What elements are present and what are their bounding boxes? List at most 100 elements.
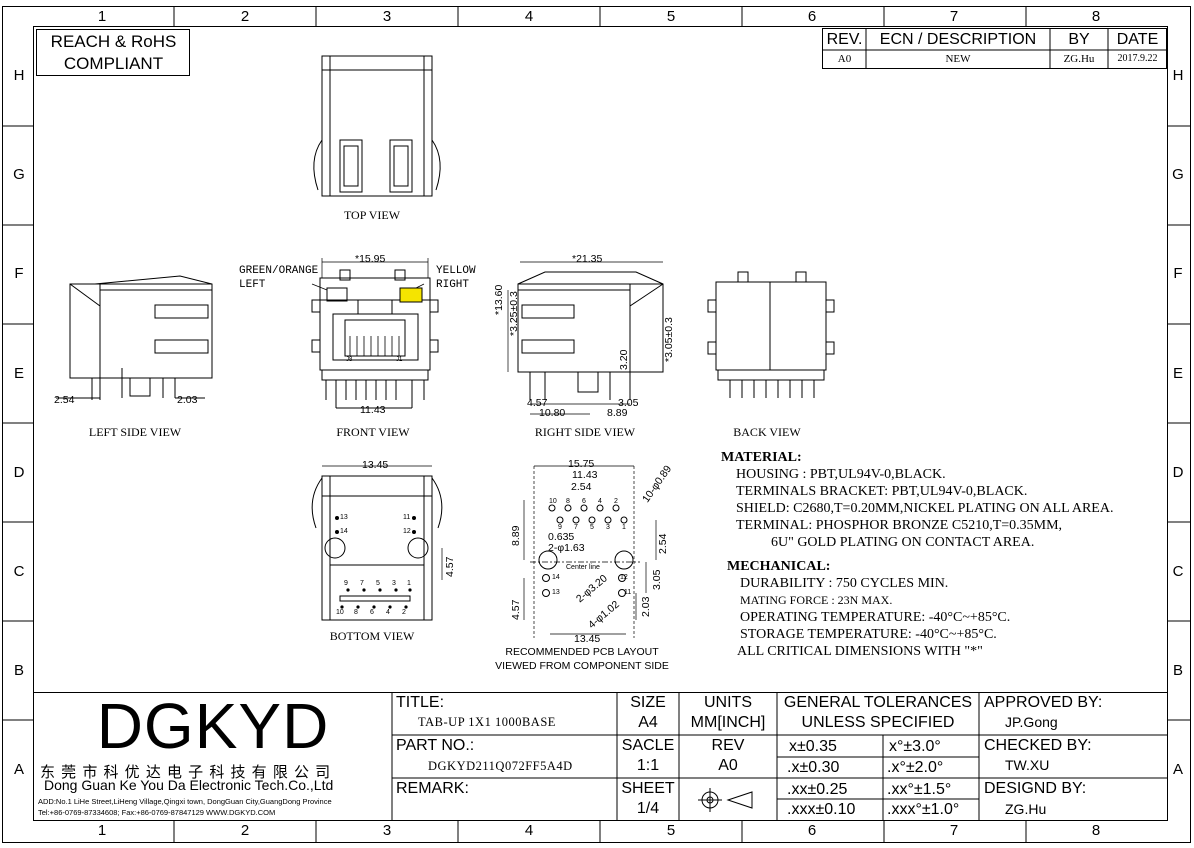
- ecn-header: ECN / DESCRIPTION: [879, 31, 1037, 48]
- company-logo: DGKYD: [96, 690, 330, 762]
- bottom-view-label: BOTTOM VIEW: [329, 629, 415, 643]
- pcb-pin-9: 9: [558, 524, 562, 531]
- grid-col-6-bottom: 6: [807, 822, 817, 839]
- date-header: DATE: [1116, 31, 1159, 48]
- grid-row-e-right: E: [1172, 365, 1183, 382]
- grid-col-2-top: 2: [240, 8, 250, 25]
- dim-pcb-305: 3.05: [651, 569, 663, 590]
- date-value: 2017.9.22: [1117, 53, 1158, 64]
- grid-col-3-top: 3: [382, 8, 392, 25]
- dim-left-254: 2.54: [54, 394, 75, 406]
- revision-table-lines: [822, 28, 1167, 69]
- led-left-color: GREEN/ORANGE: [239, 265, 319, 277]
- bottom-pin-10: 10: [336, 609, 344, 616]
- tolerance-angle-3: .xxx°±1.0°: [887, 801, 960, 818]
- pcb-pin-4: 4: [598, 498, 602, 505]
- led-right-label: YELLOW RIGHT: [436, 264, 476, 292]
- back-view-label: BACK VIEW: [733, 425, 801, 439]
- mechanical-line-1: DURABILITY : 750 CYCLES MIN.: [740, 576, 949, 591]
- grid-col-6-top: 6: [807, 8, 817, 25]
- dim-left-203: 2.03: [177, 394, 198, 406]
- material-line-2: TERMINALS BRACKET: PBT,UL94V-0,BLACK.: [736, 484, 1028, 499]
- dim-bottom-457: 4.57: [444, 556, 456, 577]
- title-block-lines: [33, 692, 1168, 821]
- material-line-3: SHIELD: C2680,T=0.20MM,NICKEL PLATING ON…: [736, 501, 1114, 516]
- rev-value-block: A0: [718, 757, 738, 774]
- tolerance-angle-0: x°±3.0°: [889, 738, 941, 755]
- grid-row-h-left: H: [13, 67, 25, 84]
- tolerance-linear-1: .x±0.30: [787, 759, 840, 776]
- projection-symbol: [698, 788, 753, 812]
- bottom-pin-1: 1: [407, 580, 411, 587]
- tolerance-linear-2: .xx±0.25: [787, 781, 848, 798]
- tolerance-linear-3: .xxx±0.10: [787, 801, 856, 818]
- pcb-pin-10: 10: [549, 498, 557, 505]
- dim-pcb-center: Center line: [566, 564, 600, 571]
- compliance-box: [36, 29, 190, 76]
- pcb-pin-13: 13: [552, 589, 560, 596]
- dim-right-width: *21.35: [572, 253, 603, 265]
- checked-label: CHECKED BY:: [984, 737, 1092, 754]
- size-value: A4: [638, 714, 658, 731]
- units-label: UNITS: [704, 694, 752, 711]
- yellow-led-indicator: [399, 287, 423, 303]
- company-address: ADD:No.1 LiHe Street,LiHeng Village,Qing…: [38, 797, 332, 806]
- grid-row-h-right: H: [1172, 67, 1184, 84]
- dim-right-320: 3.20: [618, 349, 630, 370]
- dim-pcb-1143: 11.43: [572, 469, 598, 481]
- by-value: ZG.Hu: [1063, 53, 1095, 65]
- bottom-pin-9: 9: [344, 580, 348, 587]
- mechanical-heading: MECHANICAL:: [727, 559, 831, 574]
- pcb-pin-6: 6: [582, 498, 586, 505]
- grid-row-e-left: E: [13, 365, 24, 382]
- grid-row-b-right: B: [1172, 662, 1183, 679]
- led-left-label: GREEN/ORANGE LEFT: [239, 264, 318, 292]
- grid-col-8-top: 8: [1091, 8, 1101, 25]
- grid-ticks: [2, 6, 1190, 842]
- checked-value: TW.XU: [1005, 757, 1050, 773]
- top-view-drawing: [313, 55, 441, 197]
- bottom-pin-14: 14: [340, 528, 348, 535]
- grid-col-7-bottom: 7: [949, 822, 959, 839]
- bottom-pin-13: 13: [340, 514, 348, 521]
- pcb-pin-12: 12: [620, 574, 628, 581]
- material-section: MATERIAL: HOUSING : PBT,UL94V-0,BLACK. T…: [721, 449, 1113, 551]
- tolerance-angle-1: .x°±2.0°: [887, 759, 944, 776]
- mechanical-line-4: STORAGE TEMPERATURE: -40°C~+85°C.: [740, 627, 997, 642]
- approved-value: JP.Gong: [1005, 714, 1058, 730]
- sheet-value: 1/4: [636, 800, 660, 817]
- grid-col-5-top: 5: [666, 8, 676, 25]
- front-view-label: FRONT VIEW: [336, 425, 410, 439]
- material-heading: MATERIAL:: [721, 450, 802, 465]
- grid-row-c-right: C: [1172, 563, 1184, 580]
- approved-label: APPROVED BY:: [984, 694, 1103, 711]
- bottom-pin-2: 2: [402, 609, 406, 616]
- grid-row-g-left: G: [13, 166, 25, 183]
- mechanical-line-5: ALL CRITICAL DIMENSIONS WITH "*": [737, 644, 983, 659]
- compliance-line-1: REACH & RoHS: [50, 32, 177, 51]
- grid-row-d-right: D: [1172, 464, 1184, 481]
- pcb-pin-3: 3: [606, 524, 610, 531]
- mechanical-line-3: OPERATING TEMPERATURE: -40°C~+85°C.: [740, 610, 1011, 625]
- rev-label: REV: [711, 737, 745, 754]
- dim-pcb-1575: 15.75: [568, 458, 595, 470]
- designed-label: DESIGND BY:: [984, 780, 1087, 797]
- dim-pcb-203: 2.03: [640, 596, 652, 617]
- bottom-view-drawing: [311, 465, 443, 621]
- left-side-view-drawing: [56, 275, 213, 400]
- grid-row-c-left: C: [13, 563, 25, 580]
- bottom-pin-12: 12: [403, 528, 411, 535]
- scale-label: SACLE: [621, 737, 675, 754]
- dim-right-height: *13.60: [493, 284, 505, 315]
- grid-row-a-right: A: [1172, 761, 1183, 778]
- outer-border: [2, 6, 1191, 843]
- tolerance-angle-2: .xx°±1.5°: [887, 781, 952, 798]
- bottom-pin-4: 4: [386, 609, 390, 616]
- pcb-pin-1: 1: [622, 524, 626, 531]
- bottom-pin-8: 8: [354, 609, 358, 616]
- grid-col-3-bottom: 3: [382, 822, 392, 839]
- material-line-5: 6U" GOLD PLATING ON CONTACT AREA.: [736, 535, 1035, 550]
- pcb-layout-label-1: RECOMMENDED PCB LAYOUT: [505, 646, 659, 658]
- dim-right-325: *3.25±0.3: [508, 291, 520, 336]
